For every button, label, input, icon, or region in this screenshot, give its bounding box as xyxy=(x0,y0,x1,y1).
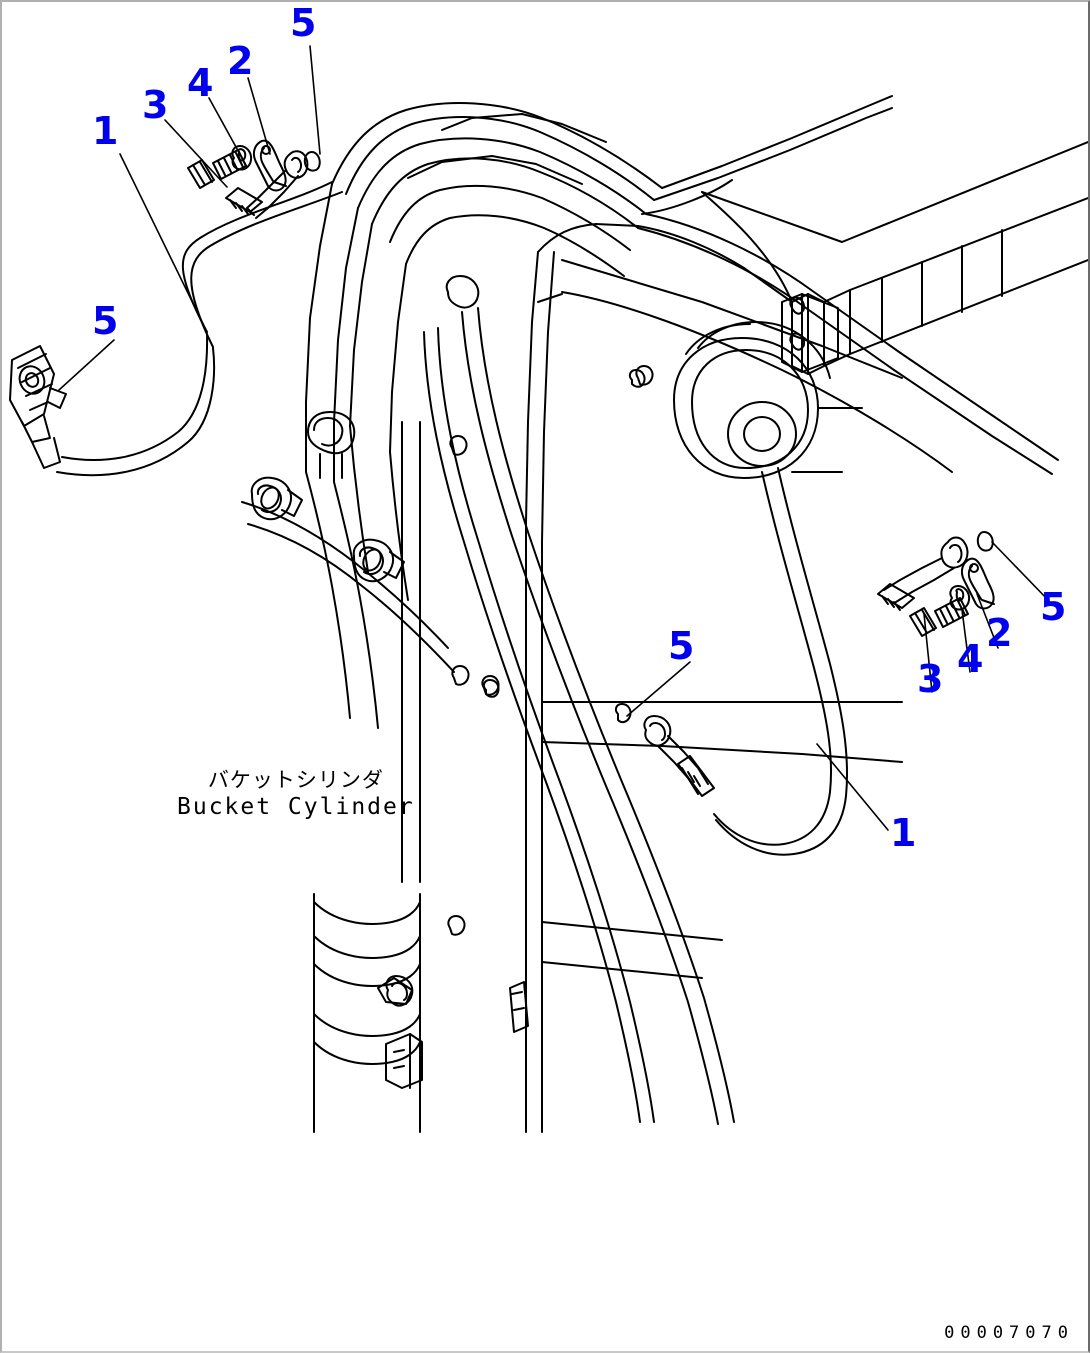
callout-5-right: 5 xyxy=(1040,585,1067,629)
center-hose-routing xyxy=(423,307,735,1125)
boom-pin-plate xyxy=(781,293,839,373)
machine-frame-box xyxy=(641,141,1088,375)
bucket-cylinder-label: バケットシリンダ Bucket Cylinder xyxy=(177,767,415,822)
bucket-cylinder-label-japanese: バケットシリンダ xyxy=(207,768,384,792)
callout-3-right: 3 xyxy=(917,657,944,701)
bolt-part-3-right xyxy=(909,597,969,637)
callout-2-left: 2 xyxy=(227,39,254,83)
left-hydraulic-hose xyxy=(56,181,343,477)
washer-part-4-left xyxy=(231,145,253,171)
callout-1-left: 1 xyxy=(92,109,119,153)
callout-4-left: 4 xyxy=(187,61,214,105)
callout-5-left: 5 xyxy=(92,299,119,343)
callout-5-center: 5 xyxy=(668,624,695,668)
hose-crimp-assembly-left xyxy=(225,150,309,219)
right-hose-end-fitting xyxy=(976,531,994,552)
clamp-part-2-right xyxy=(960,557,995,610)
upper-right-hose-pair xyxy=(637,95,1059,475)
callout-1-right: 1 xyxy=(890,811,917,855)
lower-left-hose-with-fittings xyxy=(241,476,455,673)
hose-guide-blocks xyxy=(445,275,654,1033)
hose-guide-bracket-lower xyxy=(385,1033,423,1089)
callout-4-right: 4 xyxy=(957,637,984,681)
bucket-cylinder xyxy=(307,411,421,1133)
leader-lines xyxy=(58,45,1051,831)
right-hydraulic-hose xyxy=(713,467,849,856)
left-hose-end-fitting xyxy=(9,345,67,469)
center-hose-end-fitting xyxy=(614,703,715,797)
lower-boom-details xyxy=(305,425,409,729)
callout-5-top: 5 xyxy=(290,1,317,45)
clamp-part-2-left xyxy=(252,139,287,192)
bucket-cylinder-label-english: Bucket Cylinder xyxy=(177,794,415,821)
boom-face-fasteners xyxy=(482,369,646,698)
callout-3-left: 3 xyxy=(142,83,169,127)
right-hose-crimp-assembly xyxy=(877,536,969,611)
pivot-boss xyxy=(673,321,863,479)
callout-2-right: 2 xyxy=(986,611,1013,655)
drawing-number: 00007070 xyxy=(944,1323,1074,1343)
